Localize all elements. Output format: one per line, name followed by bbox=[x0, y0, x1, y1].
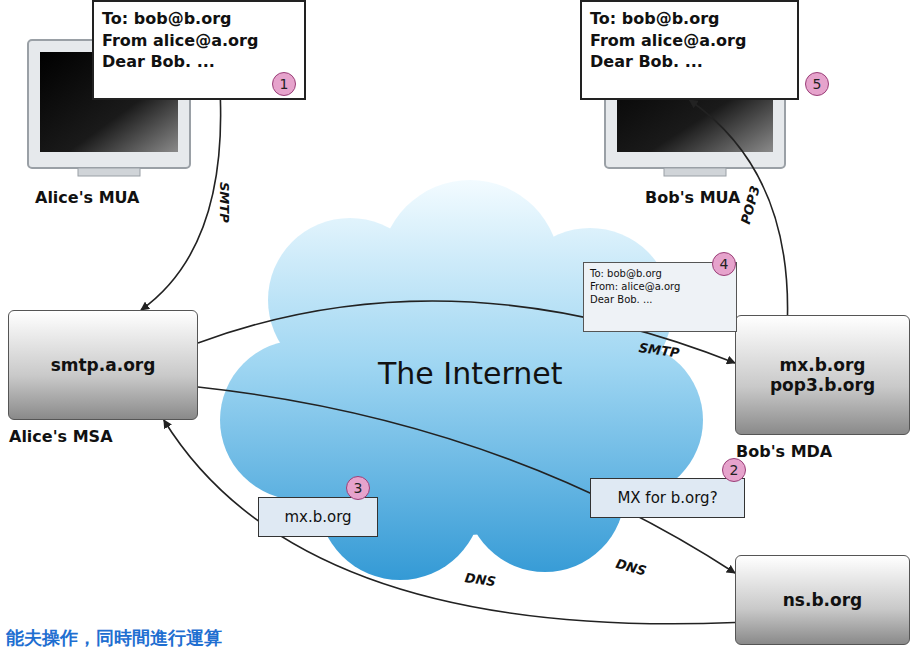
edge-label: DNS bbox=[464, 570, 497, 589]
callout-number: 1 bbox=[272, 72, 296, 96]
node-text: mx.b.org bbox=[780, 355, 866, 375]
node-text: From alice@a.org bbox=[102, 30, 296, 52]
server-box: smtp.a.orgAlice's MSA bbox=[8, 310, 198, 420]
server-box: ns.b.org bbox=[735, 555, 910, 645]
connector bbox=[141, 100, 221, 310]
edge-label: DNS bbox=[614, 556, 648, 579]
edge-label: POP3 bbox=[738, 184, 763, 226]
connector bbox=[164, 420, 735, 624]
node-text: To: bob@b.org bbox=[590, 267, 730, 280]
device-label: Bob's MUA bbox=[645, 188, 740, 207]
node-text: mx.b.org bbox=[284, 508, 351, 526]
node-text: To: bob@b.org bbox=[590, 8, 789, 30]
node-text: From alice@a.org bbox=[590, 30, 789, 52]
dns-answer-box: mx.b.org bbox=[258, 497, 378, 537]
node-text: smtp.a.org bbox=[51, 355, 156, 375]
node-caption: Bob's MDA bbox=[736, 442, 832, 461]
node-text: Dear Bob. ... bbox=[590, 293, 730, 306]
device-label: Alice's MUA bbox=[35, 188, 139, 207]
edge-label: SMTP bbox=[217, 182, 232, 223]
cloud-label: The Internet bbox=[378, 356, 562, 391]
callout-number: 4 bbox=[712, 252, 736, 276]
message-box: To: bob@b.orgFrom: alice@a.orgDear Bob. … bbox=[583, 262, 737, 332]
callout-number: 5 bbox=[805, 72, 829, 96]
node-text: Dear Bob. ... bbox=[590, 51, 789, 73]
node-text: Dear Bob. ... bbox=[102, 51, 296, 73]
internet-cloud bbox=[220, 180, 703, 580]
callout-number: 3 bbox=[346, 476, 370, 500]
node-caption: Alice's MSA bbox=[9, 427, 113, 446]
callout-number: 2 bbox=[722, 458, 746, 482]
node-text: From: alice@a.org bbox=[590, 280, 730, 293]
node-text: MX for b.org? bbox=[617, 489, 717, 507]
node-text: ns.b.org bbox=[783, 590, 863, 610]
page-heading-fragment: 能夫操作，同時間進行運算 bbox=[6, 626, 222, 650]
node-text: pop3.b.org bbox=[770, 375, 875, 395]
message-box: To: bob@b.orgFrom alice@a.orgDear Bob. .… bbox=[580, 0, 799, 100]
server-box: mx.b.orgpop3.b.orgBob's MDA bbox=[735, 315, 910, 435]
node-text: To: bob@b.org bbox=[102, 8, 296, 30]
dns-query-box: MX for b.org? bbox=[590, 478, 745, 518]
